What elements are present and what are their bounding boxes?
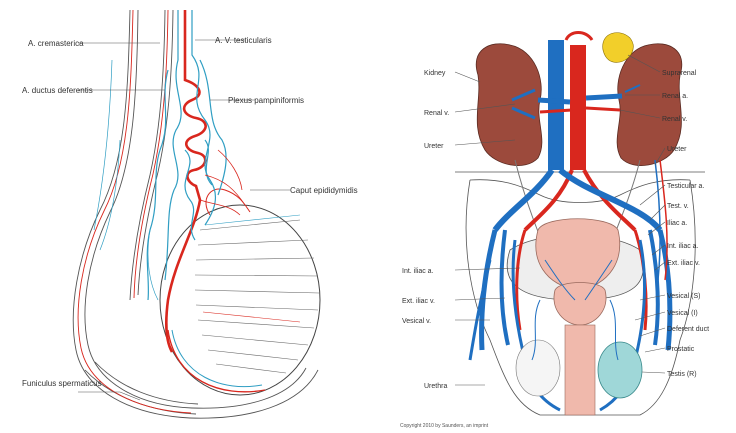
label-vesical-superior: Vesical (S) [667, 293, 700, 300]
aorta [570, 45, 586, 170]
testis [160, 205, 320, 395]
label-suprarenal: Suprarenal [662, 70, 697, 77]
label-testicular-vein: Test. v. [667, 203, 689, 210]
label-funiculus: Funiculus spermaticus [22, 379, 102, 388]
label-external-iliac-right: Ext. iliac v. [667, 260, 700, 267]
label-urethra: Urethra [424, 383, 447, 390]
label-vesical-inferior: Vesical (I) [667, 310, 698, 317]
label-iliac-artery: Iliac a. [667, 220, 687, 227]
label-epididymis: Caput epididymidis [290, 186, 358, 195]
label-vesical-left: Vesical v. [402, 318, 431, 325]
label-internal-iliac-left: Int. iliac a. [402, 268, 434, 275]
label-kidney: Kidney [424, 70, 446, 77]
label-renal-vein-right: Renal v. [662, 116, 687, 123]
label-ureter-left: Ureter [424, 143, 444, 150]
testis-right [598, 342, 642, 398]
label-external-iliac-left: Ext. iliac v. [402, 298, 435, 305]
label-a-ductus-deferentis: A. ductus deferentis [22, 86, 93, 95]
testis-left [516, 340, 560, 396]
inferior-vena-cava [548, 40, 564, 170]
label-testicular-artery: Testicular a. [667, 183, 704, 190]
label-plexus-pampiniformis: Plexus pampiniformis [228, 96, 304, 105]
label-a-cremasterica: A. cremasterica [28, 39, 84, 48]
urethra [565, 325, 595, 415]
label-renal-artery: Renal a. [662, 93, 688, 100]
label-a-v-testicularis: A. V. testicularis [215, 36, 272, 45]
label-prostatic: Prostatic [667, 346, 695, 353]
label-ureter-right: Ureter [667, 146, 687, 153]
label-testis-right: Testis (R) [667, 371, 697, 378]
label-deferent-duct: Deferent duct [667, 326, 709, 333]
copyright-credit: Copyright 2010 by Saunders, an imprint [400, 423, 489, 429]
label-internal-iliac-right: Int. iliac a. [667, 243, 699, 250]
label-renal-vein-left: Renal v. [424, 110, 449, 117]
